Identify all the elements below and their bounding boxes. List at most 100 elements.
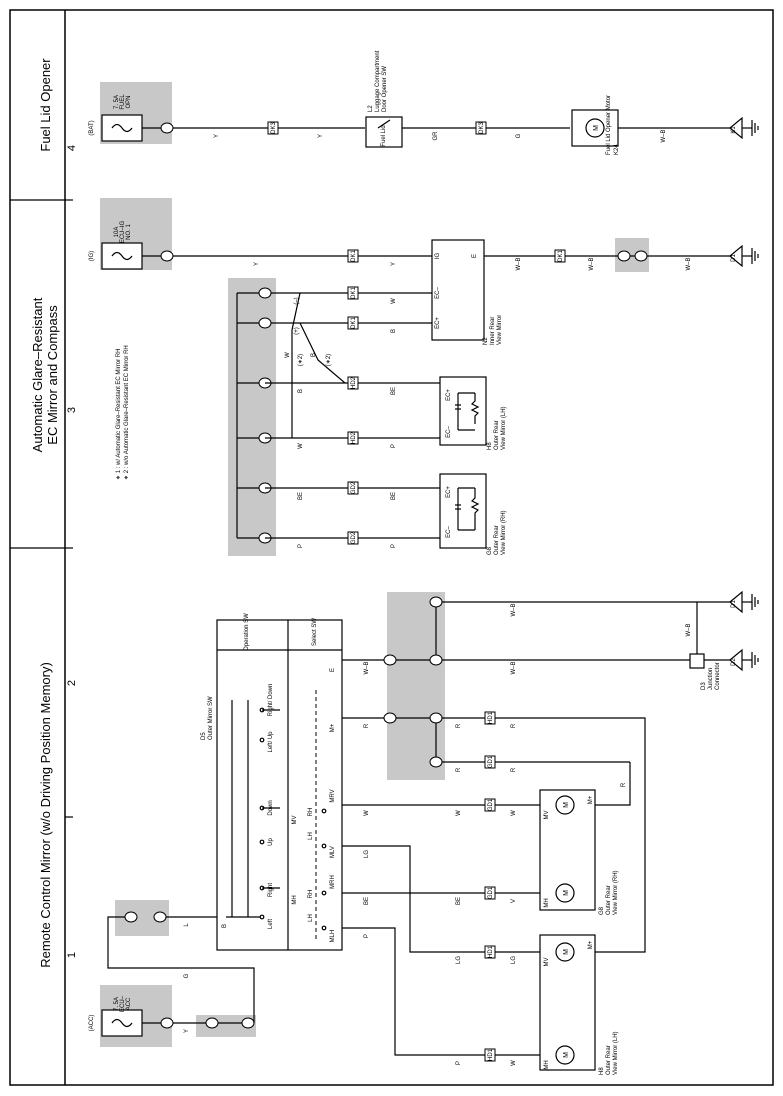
label-conns-hd1: HD1 — [488, 945, 494, 958]
label-components-d5-op: Operation SW — [244, 613, 250, 651]
circle-shape — [321, 808, 327, 814]
column-ticks — [65, 199, 73, 818]
label-components-l2-code: L2 — [368, 105, 374, 112]
label-wires-be: BE — [391, 387, 397, 395]
rect-shape — [347, 481, 359, 495]
path-shape — [470, 488, 480, 530]
label-components-h8-name1: Outer Rear — [606, 1045, 612, 1075]
label-wires-v: V — [511, 899, 517, 903]
label-components-h8-name2: View Mirror (LH) — [501, 406, 507, 450]
section-title-remote-mirror: Remote Control Mirror (w/o Driving Posit… — [38, 662, 53, 968]
label-pins-mlv: MLV — [330, 846, 336, 858]
label-wires-lg: LG — [456, 956, 462, 964]
label-fuses-acc-lines-2: ACC — [126, 997, 132, 1010]
label-pins-ecm: EC– — [446, 526, 452, 538]
label-wires-w: W — [511, 1060, 517, 1066]
label-wires-lg: LG — [364, 850, 370, 858]
rect-shape — [554, 249, 566, 263]
ellipse-shape — [258, 317, 272, 329]
label-wires-p: P — [364, 934, 370, 938]
circle-shape — [555, 1045, 575, 1065]
label-switch_labels-mh: MH — [292, 895, 298, 904]
label-components-d5-sel: Select SW — [312, 618, 318, 646]
label-wires-r: R — [511, 767, 517, 772]
circle-shape — [555, 883, 575, 903]
rect-shape — [484, 886, 496, 900]
label-fuses-ig-supply: (IG) — [89, 251, 95, 261]
label-conns-gd1: GD1 — [488, 798, 494, 811]
ellipse-shape — [241, 1017, 255, 1029]
junction-area-right — [387, 592, 445, 780]
label-components-g8-name1: Outer Rear — [494, 525, 500, 555]
label-pins-ecp: EC+ — [435, 317, 441, 329]
rect-shape — [347, 431, 359, 445]
ellipse-shape — [160, 1017, 174, 1029]
label-wires-be: BE — [298, 492, 304, 500]
label-components-g8-name2: View Mirror (RH) — [501, 510, 507, 555]
rect-shape — [439, 376, 487, 446]
label-switch_labels-right_down: Right/ Down — [268, 684, 274, 717]
label-wires-r: R — [456, 767, 462, 772]
label-components-l2-sw: Fuel Lid — [381, 125, 387, 146]
remote-mirror-circuit: Y G L Operation SW Select SW D5 Outer Mi… — [107, 590, 759, 1075]
label-components-g8-code: G8 — [487, 546, 493, 555]
label-pins-m: M — [563, 890, 570, 896]
inner-rear-view-mirror — [431, 239, 485, 341]
ellipse-shape — [205, 1017, 219, 1029]
label-fuses-acc-lines-1: ECU– — [120, 995, 126, 1012]
ellipse-shape — [429, 596, 443, 608]
label-fuses-bat-lines-2: OPN — [126, 95, 132, 108]
rect-shape — [439, 473, 487, 549]
label-pins-ecp: EC+ — [446, 389, 452, 401]
note-1: ∗ 1 : w/ Automatic Glare–Resistant EC Mi… — [116, 349, 122, 480]
label-switch_labels-mh: MH — [544, 898, 550, 907]
section-title-ec-mirror-2: EC Mirror and Compass — [45, 305, 60, 445]
circle-shape — [259, 737, 265, 743]
ellipse-shape — [617, 250, 631, 262]
label-components-h8-code: H8 — [599, 1067, 605, 1075]
label-conns-hd2: HD2 — [351, 431, 357, 444]
rect-shape — [347, 316, 359, 330]
label-pins-ecp: EC+ — [446, 486, 452, 498]
label-wires-wb: W–B — [511, 661, 517, 674]
label-wires-p: P — [298, 544, 304, 548]
ellipse-shape — [258, 287, 272, 299]
label-wires-p: P — [391, 444, 397, 448]
label-components-k24-code: K24 — [614, 144, 620, 155]
label-fuses-acc-lines-0: 7. 5A — [114, 997, 120, 1011]
label-grounds-ig: D1 — [731, 254, 737, 262]
label-fuses-acc-supply: (ACC) — [89, 1015, 95, 1032]
path-shape — [470, 393, 480, 424]
rect-shape — [347, 249, 359, 263]
label-pins-b: B — [222, 924, 228, 928]
label-components-d3-name2: Connector — [715, 662, 721, 690]
circle-shape — [321, 890, 327, 896]
fuel-lid-circuit: DK3 Y Y Fuel Lid L2 Luggage Compartment … — [142, 50, 759, 155]
label-components-n2-code: N2 — [483, 337, 489, 345]
label-wires-r: R — [511, 723, 517, 728]
ellipse-shape — [429, 654, 443, 666]
label-switch_labels-rh: RH — [308, 808, 314, 817]
label-pins-ig: IG — [435, 253, 441, 260]
section-title-fuel-lid: Fuel Lid Opener — [38, 58, 53, 152]
label-switch_labels-mv: MV — [544, 811, 550, 820]
label-wires-g: G — [184, 973, 190, 978]
label-components-l2-name1: Luggage Compartment — [375, 50, 381, 112]
note-2: ∗ 2 : w/o Automatic Glare–Resistant EC M… — [124, 345, 130, 480]
path-shape — [111, 123, 133, 133]
column-number-1: 1 — [66, 952, 78, 958]
label-signs-star2: (∗2) — [298, 354, 304, 366]
label-conns-hd1: HD1 — [488, 1048, 494, 1061]
rect-shape — [347, 531, 359, 545]
label-conns-dk3: DK3 — [479, 122, 485, 134]
label-wires-g: G — [516, 133, 522, 138]
label-components-l2-name2: Door Opener SW — [382, 66, 388, 112]
circle-shape — [555, 795, 575, 815]
label-components-n2-name1: Inner Rear — [490, 317, 496, 345]
rect-shape — [484, 1048, 496, 1062]
label-pins-m: M — [593, 125, 600, 131]
label-wires-y: Y — [214, 134, 220, 138]
label-components-h8-name2: View Mirror (LH) — [613, 1031, 619, 1075]
label-switch_labels-lh: LH — [308, 832, 314, 840]
